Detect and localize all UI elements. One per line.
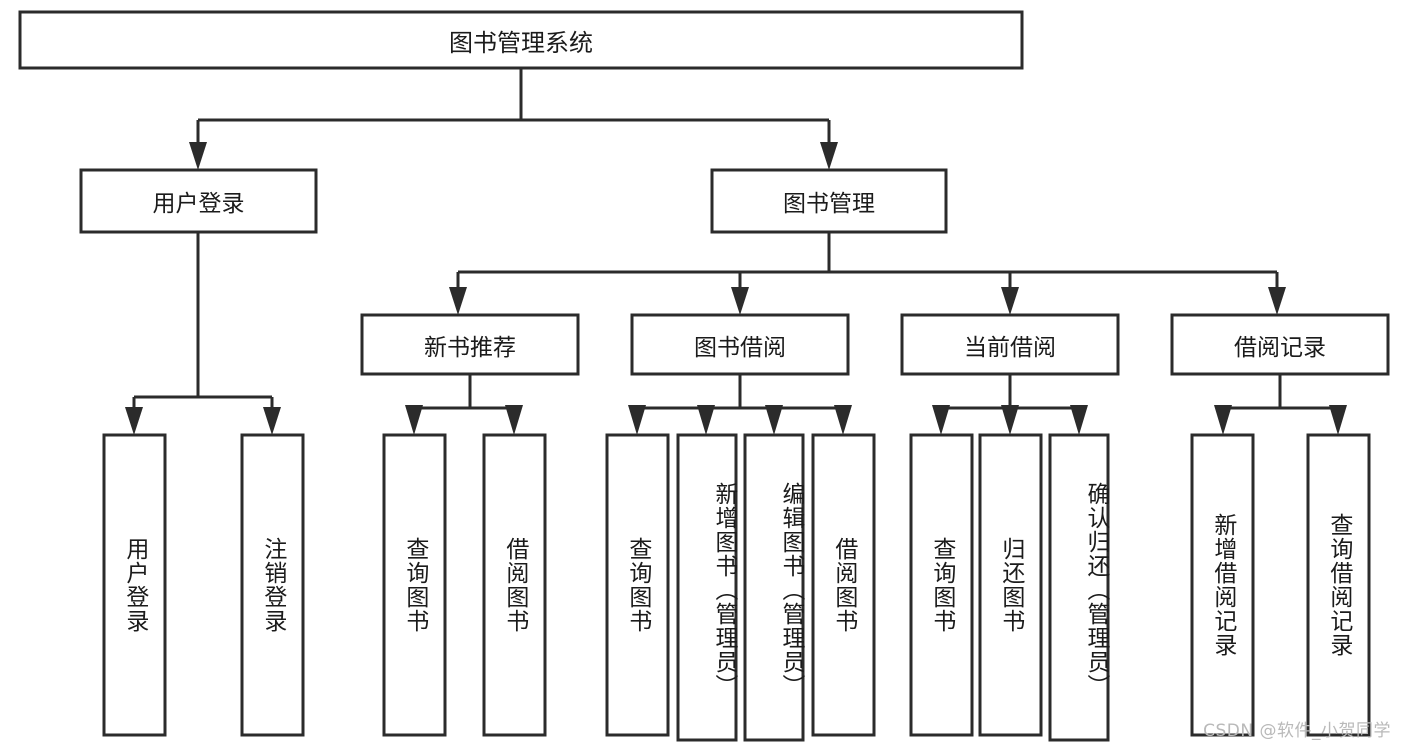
node-new-book-recommend[interactable] <box>360 313 580 376</box>
label-new-book-recommend: 新书推荐 <box>424 334 516 361</box>
label-book-management: 图书管理 <box>783 191 875 217</box>
label-book-borrow: 图书借阅 <box>694 334 786 361</box>
node-leaf-add-record[interactable] <box>1190 433 1255 737</box>
connector-group-new-book-recommend <box>405 374 523 435</box>
node-book-borrow[interactable] <box>630 313 850 376</box>
arrow-head-book-borrow <box>731 287 749 315</box>
node-root-book-management-system[interactable] <box>18 10 1024 70</box>
arrow-head-leaf-add-book <box>697 405 715 435</box>
node-leaf-query-book-1[interactable] <box>382 433 447 737</box>
arrow-head-leaf-query-book-3 <box>932 405 950 435</box>
node-leaf-logout-login[interactable] <box>240 433 305 737</box>
node-borrow-record[interactable] <box>1170 313 1390 376</box>
arrow-head-book-management <box>820 142 838 170</box>
arrow-head-leaf-edit-book <box>765 405 783 435</box>
connector-group-root <box>189 68 838 170</box>
node-user-login[interactable] <box>79 168 318 234</box>
connector-group-current-borrow <box>932 374 1088 435</box>
node-leaf-borrow-book-1[interactable] <box>482 433 547 737</box>
connector-group-book-borrow <box>628 374 852 435</box>
node-leaf-borrow-book-2[interactable] <box>811 433 876 737</box>
node-leaf-query-record[interactable] <box>1306 433 1371 737</box>
label-root-book-management-system: 图书管理系统 <box>449 28 593 57</box>
arrow-head-current-borrow <box>1001 287 1019 315</box>
arrow-head-leaf-query-record <box>1329 405 1347 435</box>
arrow-head-leaf-borrow-book-1 <box>505 405 523 435</box>
arrow-head-leaf-user-login <box>125 407 143 435</box>
arrow-head-leaf-logout-login <box>263 407 281 435</box>
connector-group-borrow-record <box>1214 374 1347 435</box>
arrow-head-borrow-record <box>1268 287 1286 315</box>
label-borrow-record: 借阅记录 <box>1234 334 1326 361</box>
arrow-head-new-book-recommend <box>449 287 467 315</box>
node-leaf-edit-book[interactable] <box>743 433 805 742</box>
node-leaf-return-book[interactable] <box>978 433 1043 737</box>
arrow-head-leaf-confirm-return <box>1070 405 1088 435</box>
node-book-management[interactable] <box>710 168 948 234</box>
arrow-head-leaf-query-book-1 <box>405 405 423 435</box>
watermark: CSDN @软件_小贺同学 <box>1203 721 1391 741</box>
node-leaf-confirm-return[interactable] <box>1048 433 1110 742</box>
label-current-borrow: 当前借阅 <box>964 334 1056 361</box>
connector-group-user-login <box>125 232 281 435</box>
arrow-head-leaf-return-book <box>1001 405 1019 435</box>
arrow-head-leaf-borrow-book-2 <box>834 405 852 435</box>
arrow-head-leaf-add-record <box>1214 405 1232 435</box>
node-leaf-query-book-3[interactable] <box>909 433 974 737</box>
node-leaf-query-book-2[interactable] <box>605 433 670 737</box>
label-user-login: 用户登录 <box>152 191 245 217</box>
node-leaf-user-login[interactable] <box>102 433 167 737</box>
node-leaf-add-book[interactable] <box>676 433 738 742</box>
arrow-head-user-login <box>189 142 207 170</box>
node-current-borrow[interactable] <box>900 313 1120 376</box>
arrow-head-leaf-query-book-2 <box>628 405 646 435</box>
connector-group-book-management <box>449 232 1286 315</box>
